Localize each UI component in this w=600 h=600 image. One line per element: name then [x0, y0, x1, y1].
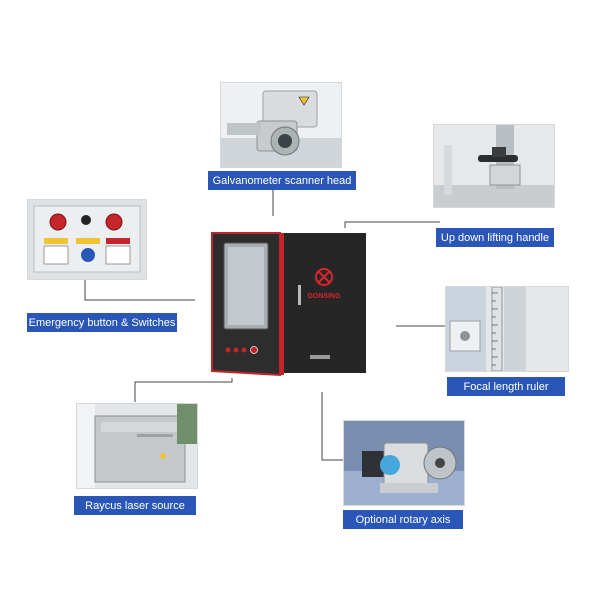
- connector-rotary: [321, 392, 343, 461]
- lift-label: Up down lifting handle: [436, 228, 554, 247]
- galvo-illustration: [221, 83, 341, 167]
- connector-estop: [84, 278, 195, 301]
- ruler-photo: [445, 286, 569, 372]
- marking-machine: GONSING: [202, 225, 402, 383]
- source-illustration: [77, 404, 197, 488]
- estop-photo: [27, 199, 147, 280]
- warning-icon: [298, 96, 310, 106]
- machine-illustration: GONSING: [211, 232, 366, 377]
- galvo-label: Galvanometer scanner head: [208, 171, 356, 190]
- ruler-illustration: [446, 287, 568, 371]
- rotary-photo: [343, 420, 465, 506]
- rotary-illustration: [344, 421, 464, 505]
- lift-photo: [433, 124, 555, 208]
- galvo-photo: [220, 82, 342, 168]
- connector-lift: [344, 221, 440, 228]
- brand-logo: [315, 268, 333, 286]
- rotary-label: Optional rotary axis: [343, 510, 463, 529]
- lift-illustration: [434, 125, 554, 207]
- ruler-label: Focal length ruler: [447, 377, 565, 396]
- estop-label: Emergency button & Switches: [27, 313, 177, 332]
- emergency-stop-icon: [49, 213, 67, 231]
- rotary-motor-icon: [380, 455, 400, 475]
- estop-illustration: [28, 200, 146, 279]
- source-label: Raycus laser source: [74, 496, 196, 515]
- handle-knob: [478, 155, 518, 162]
- ruler-ticks: [492, 292, 498, 366]
- connector-source: [134, 378, 233, 402]
- brand-name: GONSING: [307, 293, 341, 300]
- source-photo: [76, 403, 198, 489]
